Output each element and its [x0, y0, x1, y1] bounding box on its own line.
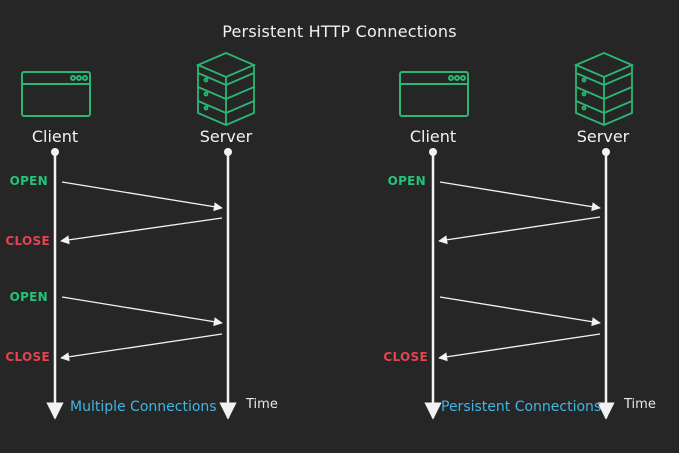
server-label: Server: [199, 127, 253, 146]
panel-persistent-connections: [399, 52, 635, 420]
browser-window-icon: [399, 71, 469, 117]
time-label: Time: [624, 397, 656, 412]
client-label: Client: [31, 127, 79, 146]
response-arrow: [438, 333, 601, 362]
server-stack-icon: [573, 52, 635, 126]
request-arrow: [439, 181, 601, 212]
server-label: Server: [576, 127, 630, 146]
caption-multiple-connections: Multiple Connections: [70, 399, 217, 415]
close-label: CLOSE: [383, 350, 428, 364]
close-label: CLOSE: [5, 234, 50, 248]
open-label: OPEN: [9, 174, 48, 188]
open-label: OPEN: [9, 290, 48, 304]
open-label: OPEN: [387, 174, 426, 188]
request-arrow: [61, 296, 223, 327]
response-arrow: [438, 216, 601, 245]
panel-multiple-connections: [21, 52, 257, 420]
response-arrow: [60, 217, 223, 245]
server-stack-icon: [195, 52, 257, 126]
response-arrow: [60, 333, 223, 362]
time-label: Time: [246, 397, 278, 412]
request-arrow: [61, 181, 223, 212]
browser-window-icon: [21, 71, 91, 117]
close-label: CLOSE: [5, 350, 50, 364]
client-label: Client: [409, 127, 457, 146]
request-arrow: [439, 296, 601, 327]
diagram-title: Persistent HTTP Connections: [222, 22, 457, 41]
caption-persistent-connections: Persistent Connections: [441, 399, 602, 415]
